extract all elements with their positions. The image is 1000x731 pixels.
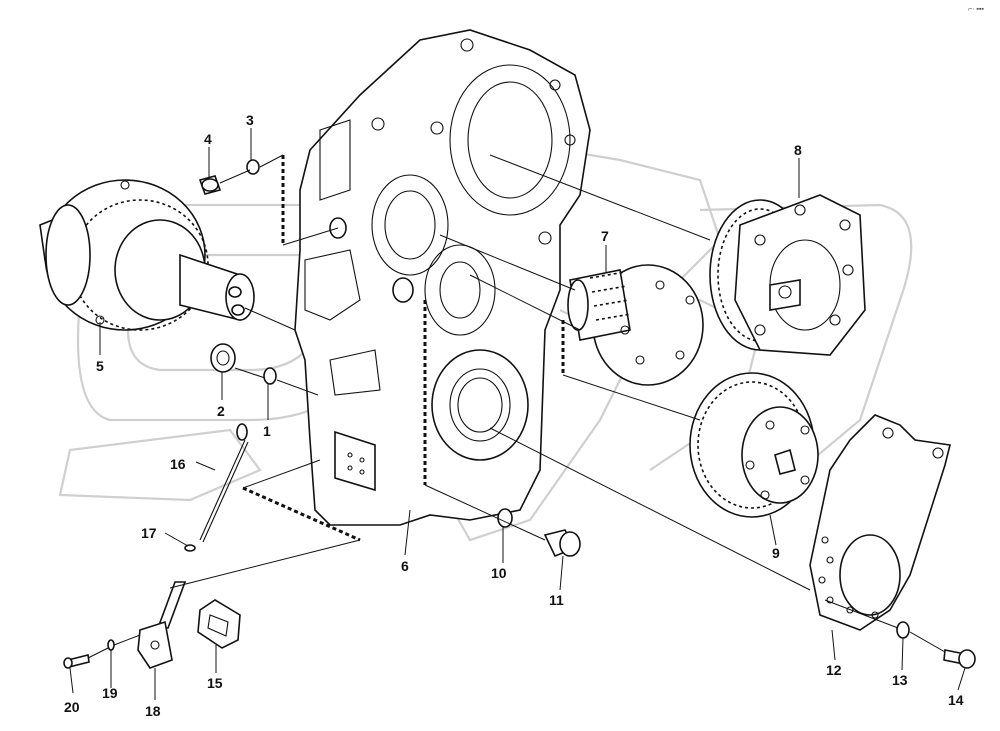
bolt-20 [63,654,90,669]
label-19: 19 [102,685,118,701]
label-8: 8 [794,142,802,158]
label-13: 13 [892,672,908,688]
label-5: 5 [96,358,104,374]
fitting-11 [543,529,581,558]
assembly-dashed-lines [242,155,565,542]
plug-4 [198,175,222,195]
label-4: 4 [204,131,212,147]
washer-19 [107,639,115,651]
seal-ring-3 [246,159,260,175]
label-18: 18 [145,703,161,719]
gear-assembly-5 [39,179,255,331]
label-20: 20 [64,699,80,715]
label-9: 9 [772,545,780,561]
label-17: 17 [141,525,157,541]
gear-9 [689,372,819,518]
plug-2 [210,343,236,373]
label-3: 3 [246,112,254,128]
gear-cover-8 [709,194,866,356]
bolt-14 [943,649,976,669]
assembly-solid-lines [87,154,946,659]
dipstick-16 [199,423,249,543]
label-11: 11 [549,592,564,608]
tube-18 [137,581,187,669]
washer-13 [896,621,910,639]
pinion-cover-7 [567,264,704,386]
label-10: 10 [491,565,507,581]
o-ring-17 [184,544,196,552]
label-16: 16 [170,456,186,472]
label-2: 2 [217,403,225,419]
label-7: 7 [601,228,609,244]
part-labels: 1 2 3 4 5 6 7 8 9 10 11 12 13 14 15 16 1… [64,112,964,719]
label-14: 14 [948,692,964,708]
mounting-plate-12 [809,414,951,631]
label-leaders [69,128,966,700]
gasket-15 [197,599,241,649]
seal-ring-1 [263,367,277,385]
corner-mark: ⌐· ▪▪▪ [968,6,984,13]
label-12: 12 [826,662,842,678]
label-1: 1 [263,423,271,439]
label-6: 6 [401,558,409,574]
housing [294,29,591,526]
label-15: 15 [207,675,223,691]
